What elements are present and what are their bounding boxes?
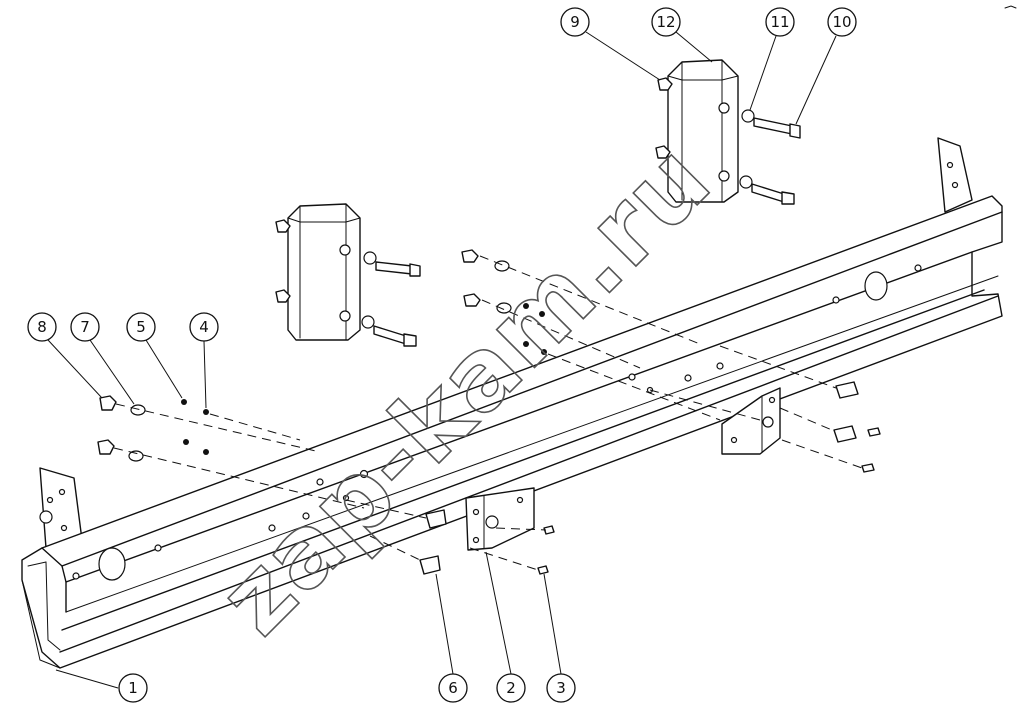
callout-11: 11 [749,7,795,111]
callout-2-label: 2 [506,679,516,697]
callout-6: 6 [435,573,468,703]
callout-3: 3 [543,573,576,703]
callout-7-label: 7 [80,318,90,336]
callout-1: 1 [55,669,148,703]
callout-7: 7 [70,312,135,405]
right-end-bracket [937,137,973,213]
callout-8: 8 [27,312,103,399]
fasteners-left [97,395,209,462]
callout-11-label: 11 [770,13,789,31]
callout-2: 2 [485,551,526,703]
callout-10-label: 10 [832,13,851,31]
screws-part-3 [537,427,881,575]
callout-5-label: 5 [136,318,146,336]
bolts-part-6 [419,381,859,575]
corner-mark [1004,5,1017,9]
mount-bracket-right [721,387,781,455]
fasteners-center [461,249,547,355]
callout-5: 5 [126,312,183,399]
callout-4: 4 [189,312,219,409]
assembly-lines [113,255,863,571]
callout-3-label: 3 [556,679,566,697]
bumper-beam [21,137,1003,669]
buffer-block-left [275,203,421,347]
callout-12: 12 [651,7,713,63]
callout-4-label: 4 [199,318,209,336]
callout-9: 9 [560,7,661,81]
buffer-block-right [655,59,801,205]
callout-8-label: 8 [37,318,47,336]
callout-6-label: 6 [448,679,458,697]
callout-9-label: 9 [570,13,580,31]
mount-bracket-left [465,487,535,551]
callout-12-label: 12 [656,13,675,31]
callout-10: 10 [795,7,857,125]
callout-1-label: 1 [128,679,138,697]
